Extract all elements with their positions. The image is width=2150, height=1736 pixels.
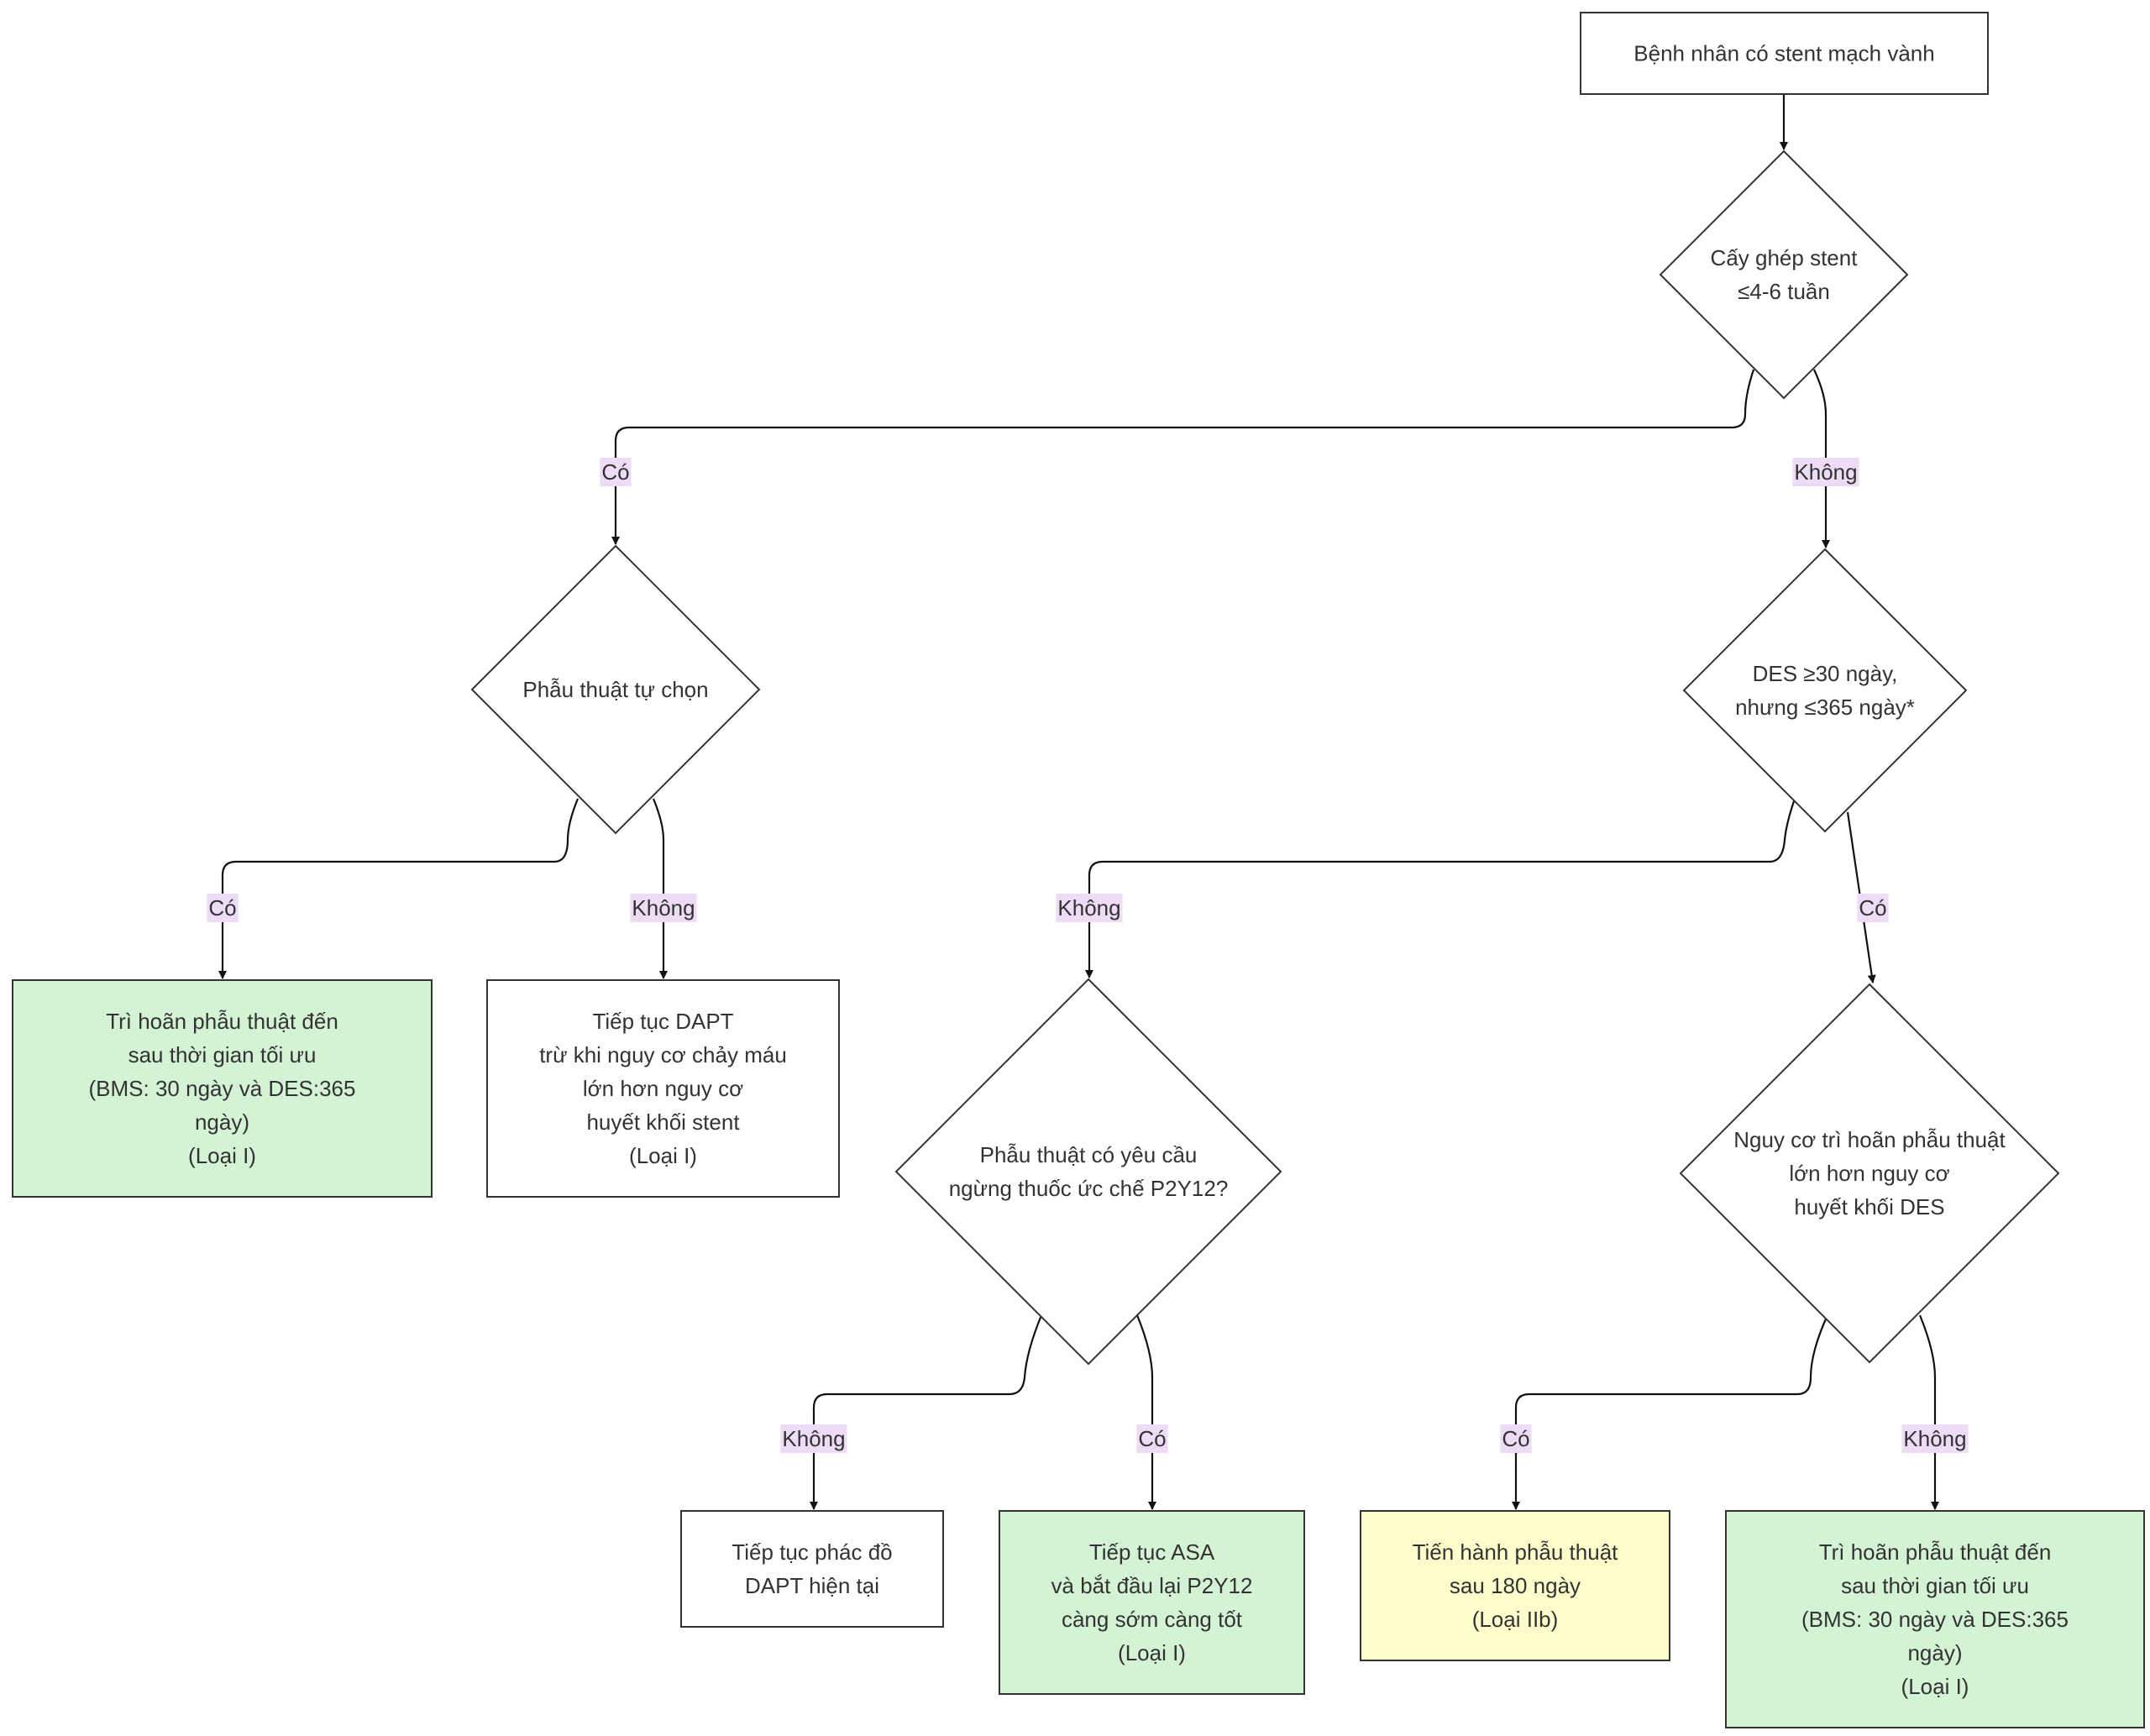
node-text-line: ngừng thuốc ức chế P2Y12? (949, 1176, 1229, 1201)
node-text-line: trừ khi nguy cơ chảy máu (539, 1042, 787, 1067)
node-text-line: Tiến hành phẫu thuật (1413, 1539, 1619, 1565)
node-text-line: (Loại I) (188, 1143, 256, 1168)
edge-label-e-risk-yes: Có (1500, 1424, 1532, 1453)
edge-label-bg (1500, 1424, 1532, 1453)
edge-label-e-stent-yes: Có (600, 458, 632, 486)
edge-label-text: Có (1859, 895, 1886, 920)
node-text-line: Tiếp tục phác đồ (732, 1539, 892, 1565)
node-text-line: (BMS: 30 ngày và DES:365 (1801, 1607, 2069, 1632)
node-r-cont-dapt: Tiếp tục DAPT trừ khi nguy cơ chảy máu lớn… (486, 979, 840, 1198)
edge-label-text: Không (782, 1426, 845, 1451)
edge-e-stent-no (1813, 369, 1830, 548)
node-text-line: càng sớm càng tốt (1062, 1607, 1243, 1632)
node-d-p2y12: Phẫu thuật có yêu cầu ngừng thuốc ức chế … (894, 978, 1282, 1366)
edge-label-bg (1136, 1424, 1168, 1453)
node-r-cont-current: Tiếp tục phác đồ DAPT hiện tại (680, 1510, 944, 1628)
edge-label-text: Không (1794, 459, 1857, 485)
edge-e-risk-yes (1512, 1314, 1829, 1510)
process-box (1725, 1510, 2145, 1728)
edge-label-e-des-no: Không (1056, 894, 1123, 922)
edge-label-e-p2y12-yes: Có (1136, 1424, 1168, 1453)
node-r-180: Tiến hành phẫu thuật sau 180 ngày (Loại II… (1360, 1510, 1670, 1661)
edge-label-bg (1901, 1424, 1969, 1453)
node-text-line: ≤4-6 tuần (1738, 279, 1830, 304)
node-text-line: ngày) (195, 1109, 249, 1135)
node-text-line: sau thời gian tối ưu (128, 1042, 317, 1067)
node-text-line: Phẫu thuật có yêu cầu (980, 1142, 1198, 1167)
edge-label-e-des-yes: Có (1857, 894, 1889, 922)
node-text-line: (BMS: 30 ngày và DES:365 (89, 1076, 356, 1101)
edge-label-bg (1056, 894, 1123, 922)
edge-label-text: Có (601, 459, 629, 485)
node-text-line: DAPT hiện tại (745, 1573, 879, 1598)
edge-e-risk-no (1918, 1314, 1939, 1510)
edge-label-e-elective-yes: Có (207, 894, 239, 922)
node-d-risk: Nguy cơ trì hoãn phẫu thuật lớn hơn nguy … (1679, 983, 2060, 1364)
edge-label-bg (780, 1424, 847, 1453)
node-text-line: Trì hoãn phẫu thuật đến (106, 1009, 338, 1034)
edge-e-p2y12-yes (1135, 1314, 1156, 1510)
node-text-line: và bắt đầu lại P2Y12 (1051, 1573, 1253, 1598)
node-text-line: ngày) (1907, 1640, 1962, 1665)
node-r-delay1: Trì hoãn phẫu thuật đến sau thời gian tối… (12, 979, 433, 1198)
node-text-line: Phẫu thuật tự chọn (522, 677, 708, 702)
edge-label-bg (1792, 458, 1859, 486)
edge-label-bg (207, 894, 239, 922)
node-r-asa: Tiếp tục ASA và bắt đầu lại P2Y12 càng sớm… (999, 1510, 1305, 1695)
edge-label-e-stent-no: Không (1792, 458, 1859, 486)
edge-label-text: Không (1903, 1426, 1966, 1451)
node-text-line: Nguy cơ trì hoãn phẫu thuật (1733, 1127, 2006, 1152)
edge-e-elective-yes (218, 798, 579, 979)
edge-label-bg (630, 894, 697, 922)
edge-label-text: Không (632, 895, 695, 920)
edge-label-bg (1857, 894, 1889, 922)
node-text-line: huyết khối stent (586, 1109, 740, 1135)
node-text-line: Tiếp tục ASA (1089, 1539, 1215, 1565)
node-text-line: lớn hơn nguy cơ (1789, 1161, 1949, 1186)
node-start: Bệnh nhân có stent mạch vành (1580, 12, 1989, 95)
node-d-stent: Cấy ghép stent ≤4-6 tuần (1659, 149, 1909, 400)
edge-e-elective-no (652, 798, 668, 979)
decision-diamond (1659, 149, 1909, 400)
edge-label-e-elective-no: Không (630, 894, 697, 922)
node-text-line: sau thời gian tối ưu (1841, 1573, 2029, 1598)
edge-label-text: Có (1502, 1426, 1529, 1451)
node-text-line: (Loại I) (1118, 1640, 1186, 1665)
decision-diamond (470, 544, 761, 835)
edge-e-stent-yes (611, 369, 1755, 545)
decision-diamond (1682, 548, 1968, 833)
edge-e-des-no (1085, 798, 1796, 978)
edge-label-e-p2y12-no: Không (780, 1424, 847, 1453)
node-text-line: Cấy ghép stent (1711, 245, 1859, 270)
node-text-line: (Loại I) (1901, 1674, 1969, 1699)
edge-label-text: Có (1138, 1426, 1166, 1451)
node-text-line: sau 180 ngày (1450, 1573, 1581, 1598)
edge-label-text: Không (1057, 895, 1120, 920)
node-text-line: (Loại I) (629, 1143, 697, 1168)
process-box (999, 1510, 1305, 1695)
node-text-line: Trì hoãn phẫu thuật đến (1819, 1539, 2052, 1565)
edge-e-p2y12-no (810, 1314, 1043, 1510)
decision-diamond (1679, 983, 2060, 1364)
node-d-elective: Phẫu thuật tự chọn (470, 544, 761, 835)
node-text-line: (Loại IIb) (1472, 1607, 1559, 1632)
node-d-des: DES ≥30 ngày, nhưng ≤365 ngày* (1682, 548, 1968, 833)
node-text-line: huyết khối DES (1794, 1194, 1944, 1219)
node-text-line: nhưng ≤365 ngày* (1735, 695, 1915, 720)
node-r-delay2: Trì hoãn phẫu thuật đến sau thời gian tối… (1725, 1510, 2145, 1728)
process-box (680, 1510, 944, 1628)
process-box (1580, 12, 1989, 95)
decision-diamond (894, 978, 1282, 1366)
node-text-line: lớn hơn nguy cơ (583, 1076, 743, 1101)
edge-label-e-risk-no: Không (1901, 1424, 1969, 1453)
node-text-line: DES ≥30 ngày, (1753, 661, 1898, 686)
edge-label-text: Có (208, 895, 236, 920)
process-box (486, 979, 840, 1198)
process-box (12, 979, 433, 1198)
process-box (1360, 1510, 1670, 1661)
node-text-line: Tiếp tục DAPT (592, 1009, 733, 1034)
edge-label-bg (600, 458, 632, 486)
node-text-line: Bệnh nhân có stent mạch vành (1633, 41, 1934, 66)
